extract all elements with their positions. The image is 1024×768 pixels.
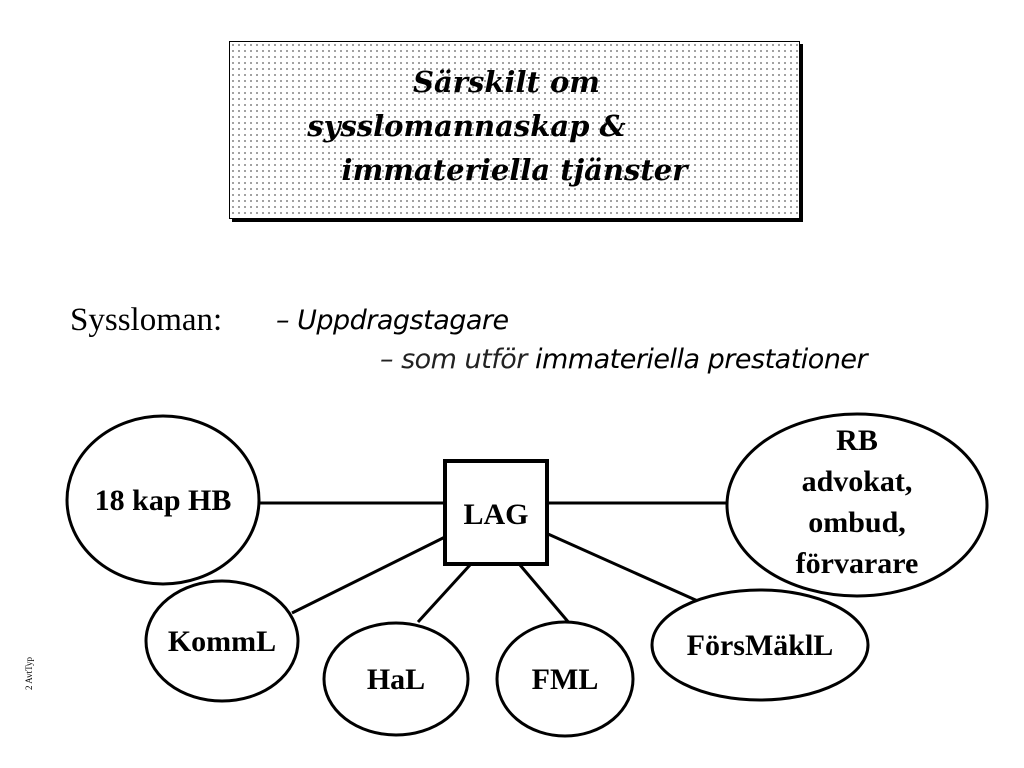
label-rb-4: förvarare (796, 547, 919, 580)
syssloman-label: Syssloman: (70, 302, 223, 338)
node-lag (443, 459, 549, 566)
label-rb-1: RB (836, 424, 878, 457)
node-18-kap-hb (65, 414, 261, 586)
title-box: Särskilt om sysslomannaskap & immateriel… (229, 41, 800, 219)
description-main: immateriella prestationer (534, 344, 868, 375)
syssloman-role: – Uppdragstagare (276, 305, 509, 336)
node-fml (495, 620, 635, 738)
label-fml: FML (532, 663, 599, 696)
connector-komml (291, 535, 446, 615)
title-line-3: immateriella tjänster (341, 153, 688, 187)
node-rb (725, 412, 989, 598)
connector-forsmakll (547, 532, 701, 604)
label-komml: KommL (168, 625, 276, 658)
connector-hal (416, 563, 472, 624)
connector-lines (258, 501, 728, 625)
label-rb-3: ombud, (808, 506, 906, 539)
label-18-kap-hb: 18 kap HB (95, 484, 232, 517)
syssloman-description: – som utför immateriella prestationer (380, 342, 868, 378)
label-lag: LAG (463, 498, 528, 531)
label-forsmakll: FörsMäklL (687, 629, 834, 662)
title-line-1: Särskilt om (413, 65, 600, 99)
node-komml (144, 579, 300, 703)
label-rb-2: advokat, (802, 465, 913, 498)
description-prefix: – som utför (380, 344, 535, 375)
label-hal: HaL (367, 663, 425, 696)
node-hal (322, 621, 470, 737)
node-forsmakll (650, 588, 870, 702)
title-line-2: sysslomannaskap & (307, 109, 626, 143)
connector-fml (518, 564, 572, 625)
